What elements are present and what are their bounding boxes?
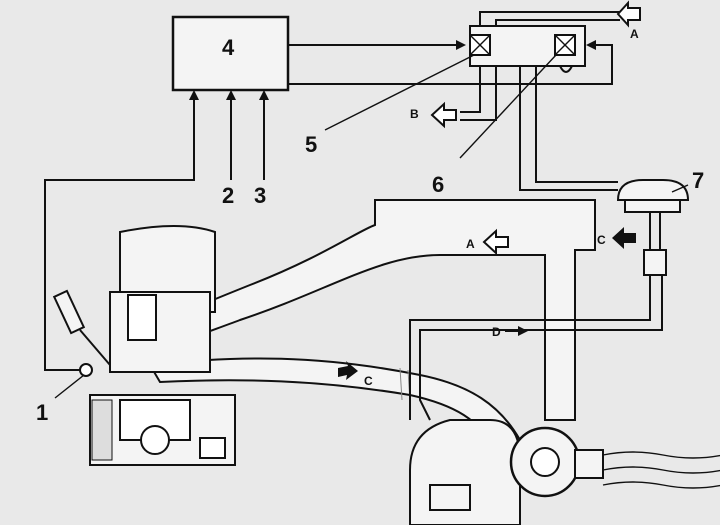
control-line-to-valve-5 xyxy=(288,40,466,50)
flow-arrow-c-lower: C xyxy=(338,361,373,388)
compressor-inlet-pipe-outer xyxy=(409,319,640,420)
leader-7 xyxy=(671,184,689,193)
wastegate-actuator xyxy=(616,179,690,331)
label-3: 3 xyxy=(254,183,266,208)
signal-line-3 xyxy=(259,90,269,180)
svg-text:A: A xyxy=(466,237,475,251)
leader-1 xyxy=(54,374,85,399)
svg-text:B: B xyxy=(410,107,419,121)
label-4: 4 xyxy=(222,35,235,60)
label-1: 1 xyxy=(36,400,48,425)
solenoid-valve-block xyxy=(460,11,620,191)
label-5: 5 xyxy=(305,132,317,157)
spark-plug xyxy=(52,289,111,366)
signal-line-2 xyxy=(226,90,236,180)
svg-text:A: A xyxy=(630,27,639,41)
label-2: 2 xyxy=(222,183,234,208)
engine-block xyxy=(89,225,236,466)
knock-sensor xyxy=(79,363,93,377)
label-7: 7 xyxy=(692,168,704,193)
svg-text:D: D xyxy=(492,325,501,339)
control-unit-box xyxy=(171,15,290,92)
leader-5 xyxy=(324,54,475,131)
flow-arrow-b: B xyxy=(410,101,457,129)
control-line-to-valve-6 xyxy=(288,40,613,85)
flow-arrow-a-mid: A xyxy=(466,228,509,256)
svg-text:C: C xyxy=(364,374,373,388)
flow-arrow-c-right: C xyxy=(597,227,636,249)
flow-arrow-d: D xyxy=(492,325,528,339)
sensor-line-1 xyxy=(44,90,199,371)
svg-text:C: C xyxy=(597,233,606,247)
label-6: 6 xyxy=(432,172,444,197)
compressor-inlet-pipe xyxy=(419,329,640,421)
turbocharger xyxy=(409,419,720,525)
flow-arrow-a-top: A xyxy=(616,0,641,41)
leader-6 xyxy=(459,54,557,159)
